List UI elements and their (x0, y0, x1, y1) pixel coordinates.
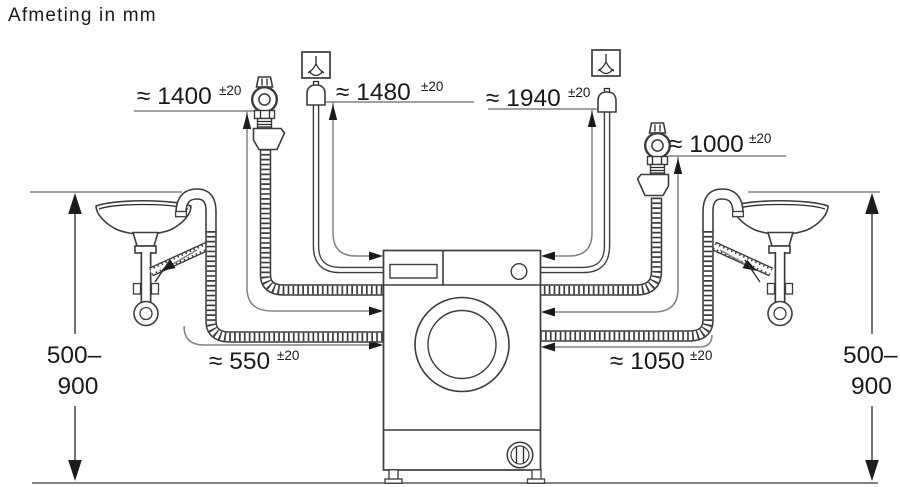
display (389, 263, 438, 279)
leader-line (183, 325, 370, 346)
drain-run-left-tolerance: ±20 (277, 348, 299, 363)
drain-height-left-label-line1: 500– (47, 342, 102, 369)
label-backing (840, 334, 900, 406)
label-backing (42, 334, 108, 406)
leader-line (554, 334, 713, 348)
washing-machine (382, 249, 546, 484)
program-knob (510, 263, 528, 281)
power-cable-right (539, 111, 607, 270)
arrow-left-icon (541, 342, 555, 352)
sink-symbol-icon-left (301, 51, 331, 79)
pipe-tab (132, 282, 142, 295)
hook-collar (731, 210, 745, 218)
leader-line (246, 111, 370, 312)
dimension-drain-height-right: 500– 900 (840, 193, 900, 481)
leader-line (554, 156, 679, 313)
arrow-right-icon (369, 306, 383, 316)
tap-height-right-tolerance: ±20 (749, 131, 771, 146)
arrow-up-icon (587, 111, 597, 127)
arrow-left-icon (541, 307, 555, 317)
arrow-up-icon (865, 193, 879, 214)
drain-collar (768, 245, 791, 254)
tap-height-left-value: ≈ 1400 (137, 83, 212, 110)
leader-line (554, 109, 593, 257)
socket-height-right-value: ≈ 1940 (486, 85, 561, 112)
drain-fitting (131, 231, 160, 247)
siphon (767, 300, 793, 327)
drain-height-right-label-line1: 500– (843, 342, 898, 369)
tap-height-left-tolerance: ±20 (219, 83, 241, 98)
foot-base (526, 478, 546, 484)
drain-run-right-tolerance: ±20 (690, 348, 712, 363)
siphon-inner (773, 306, 787, 321)
dimension-socket-height-right (488, 108, 597, 261)
drain-height-right-label-line2: 900 (851, 373, 892, 400)
drain-run-right-value: ≈ 1050 (610, 348, 685, 375)
pipe-tab (784, 282, 794, 295)
page-title: Afmeting in mm (8, 5, 157, 26)
foot-stem (388, 469, 399, 480)
door-inner (427, 309, 497, 380)
arrow-right-icon (369, 251, 383, 261)
drain-run-left-value: ≈ 550 (209, 348, 270, 375)
drain-collar (134, 245, 157, 254)
drain-hose-left (174, 194, 385, 337)
hook-collar (174, 210, 188, 218)
arrow-down-icon (865, 460, 879, 481)
siphon-inner (139, 306, 153, 321)
dimension-tap-height-left (134, 110, 383, 316)
socket-height-right-tolerance: ±20 (568, 85, 590, 100)
arrow-up-icon (328, 104, 338, 120)
reference-lines (30, 191, 880, 484)
machine-body (382, 249, 542, 471)
arrow-up-icon (242, 113, 252, 129)
power-plug-icon-right (597, 87, 617, 113)
basin (95, 199, 192, 236)
socket-height-left-tolerance: ±20 (421, 79, 443, 94)
dimension-drain-height-left: 500– 900 (42, 193, 108, 481)
drain-fitting (766, 231, 795, 247)
connection-tick (744, 259, 761, 283)
pipe-tab (150, 282, 160, 295)
drain-hose-right (539, 194, 745, 336)
door-outer (414, 296, 510, 393)
socket-height-left-value: ≈ 1480 (336, 79, 411, 106)
foot-base (384, 478, 403, 484)
leader-line (332, 102, 370, 257)
supply-hose-right (539, 198, 657, 291)
connection-tick (154, 259, 171, 283)
siphon (133, 300, 159, 327)
dimension-drain-run-left (183, 325, 383, 350)
arrow-right-icon (369, 340, 383, 350)
tap-icon-left (250, 75, 286, 151)
basin (732, 199, 829, 236)
tap-height-right-value: ≈ 1000 (669, 131, 744, 158)
dimension-drain-run-right (541, 334, 713, 352)
dimension-socket-height-left (326, 101, 474, 261)
power-cable-left (316, 104, 385, 270)
arrow-down-icon (68, 460, 82, 481)
foot-stem (531, 469, 542, 480)
power-plug-icon-left (306, 80, 326, 106)
arrow-up-icon (68, 193, 82, 214)
washbasin-right (732, 199, 829, 327)
service-flap-inner (510, 445, 530, 465)
dimension-tap-height-right (541, 155, 786, 317)
arrow-left-icon (541, 251, 555, 261)
service-flap-slot (515, 447, 525, 463)
siphon-stub-left (151, 246, 208, 283)
drain-height-left-label-line2: 900 (58, 373, 99, 400)
siphon-stub-right (714, 246, 771, 283)
washbasin-left (95, 199, 192, 327)
tap-icon-right (636, 121, 671, 197)
pipe-tab (766, 282, 776, 295)
sink-symbol-icon-right (591, 49, 621, 77)
arrow-up-icon (673, 158, 683, 174)
